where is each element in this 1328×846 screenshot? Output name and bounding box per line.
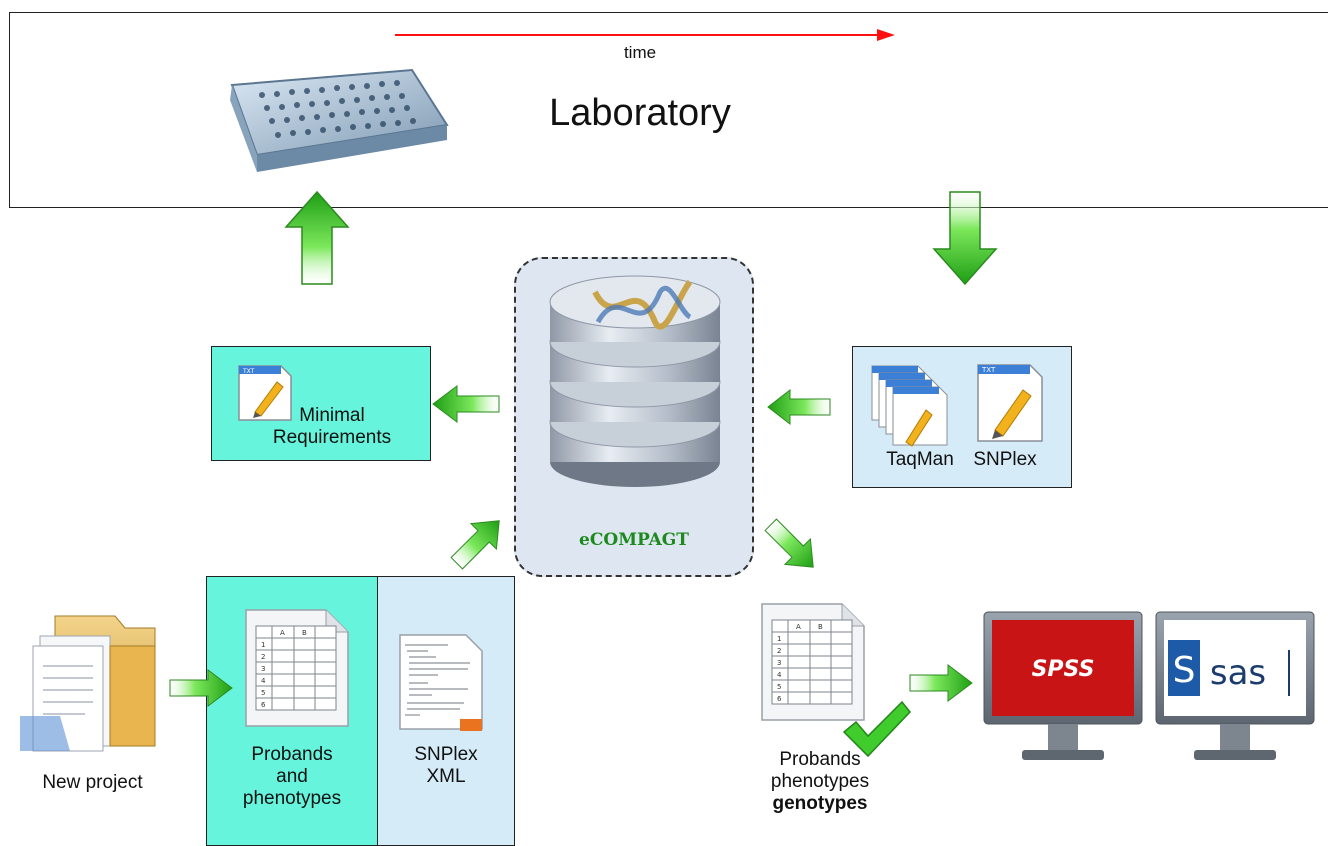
new-project-label: New project bbox=[42, 772, 143, 793]
snplex-file-icon: TXT bbox=[977, 364, 1043, 442]
arrow-project-to-input bbox=[169, 669, 233, 707]
row-number: 1 bbox=[261, 641, 265, 649]
text-file-icon: TXT bbox=[238, 365, 292, 421]
row-number: 4 bbox=[261, 677, 266, 685]
row-number: 2 bbox=[261, 653, 265, 661]
row-number: 6 bbox=[777, 695, 782, 703]
output-spreadsheet-icon: A B 1 2 3 4 5 6 bbox=[761, 603, 865, 721]
spss-monitor-icon: SPSS bbox=[983, 611, 1143, 760]
label-line: XML bbox=[426, 766, 466, 787]
row-number: 3 bbox=[261, 665, 265, 673]
microplate-icon bbox=[230, 68, 449, 172]
label-line: genotypes bbox=[772, 793, 868, 814]
arrow-files-to-db bbox=[767, 388, 831, 426]
folder-icon bbox=[20, 615, 156, 752]
spss-logo: SPSS bbox=[1032, 657, 1095, 682]
time-arrow bbox=[395, 29, 895, 41]
row-number: 2 bbox=[777, 647, 781, 655]
row-number: 5 bbox=[777, 683, 781, 691]
ecompagt-label: eCOMPAGT bbox=[579, 530, 689, 550]
svg-text:TXT: TXT bbox=[981, 366, 996, 374]
sas-logo: sas bbox=[1210, 653, 1266, 693]
minimal-requirements-label: Minimal Requirements bbox=[262, 405, 402, 449]
row-number: 6 bbox=[261, 701, 266, 709]
col-a-header: A bbox=[280, 629, 285, 637]
svg-text:TXT: TXT bbox=[242, 368, 255, 375]
row-number: 1 bbox=[777, 635, 781, 643]
label-line: and bbox=[276, 766, 308, 787]
label-line: phenotypes bbox=[770, 771, 870, 792]
row-number: 4 bbox=[777, 671, 782, 679]
label-line: Minimal bbox=[299, 405, 365, 426]
sas-monitor-icon: S sas bbox=[1155, 611, 1315, 760]
row-number: 5 bbox=[261, 689, 265, 697]
taqman-label: TaqMan bbox=[886, 449, 954, 470]
label-line: SNPlex bbox=[414, 744, 478, 765]
label-line: phenotypes bbox=[242, 788, 342, 809]
database-icon bbox=[549, 275, 721, 487]
row-number: 3 bbox=[777, 659, 781, 667]
arrow-db-to-output bbox=[764, 518, 814, 568]
probands-input-label: Probands and phenotypes bbox=[222, 744, 362, 810]
arrow-up-to-lab bbox=[284, 190, 350, 285]
snplex-xml-label: SNPlex XML bbox=[392, 744, 500, 788]
label-line: Requirements bbox=[272, 427, 392, 448]
arrow-input-to-db bbox=[450, 520, 500, 570]
xml-file-icon bbox=[399, 634, 483, 731]
spreadsheet-icon: A B 1 2 3 4 5 6 bbox=[245, 609, 349, 727]
col-b-header: B bbox=[302, 629, 307, 637]
snplex-label: SNPlex bbox=[973, 449, 1037, 470]
checkmark-icon bbox=[842, 700, 911, 758]
label-line: Probands bbox=[251, 744, 333, 765]
arrow-db-to-requirements bbox=[432, 385, 500, 423]
laboratory-title: Laboratory bbox=[549, 92, 731, 134]
time-label: time bbox=[623, 43, 657, 62]
svg-text:S: S bbox=[1173, 650, 1196, 691]
label-line: Probands bbox=[779, 749, 861, 770]
arrow-down-from-lab bbox=[932, 191, 998, 286]
output-label: Probands phenotypes genotypes bbox=[760, 749, 880, 815]
col-a-header: A bbox=[796, 623, 801, 631]
arrow-output-to-stats bbox=[909, 664, 973, 702]
laboratory-panel bbox=[9, 12, 1328, 208]
taqman-files-icon bbox=[871, 365, 948, 447]
col-b-header: B bbox=[818, 623, 823, 631]
